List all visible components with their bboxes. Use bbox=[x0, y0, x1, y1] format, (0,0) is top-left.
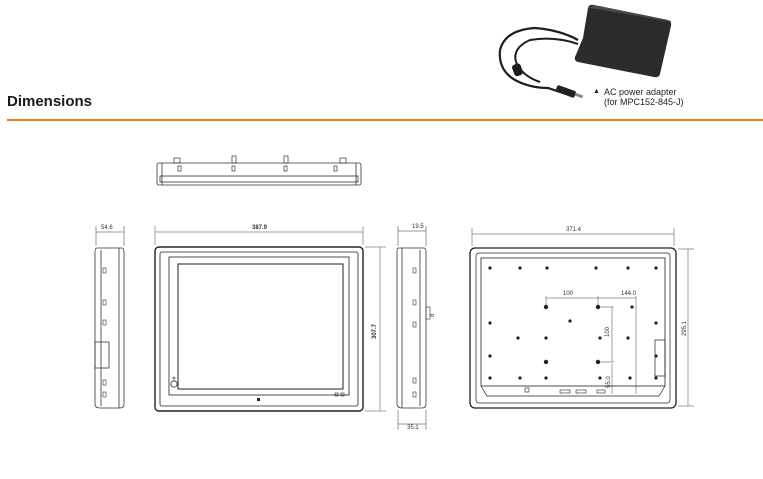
dim-right-small-label: 8 bbox=[430, 313, 436, 317]
dim-rear-width-label: 371.4 bbox=[566, 227, 582, 233]
front-view bbox=[154, 246, 364, 412]
rear-mounting-holes bbox=[488, 266, 658, 380]
dim-front-width-label: 387.9 bbox=[252, 225, 268, 231]
right-side-view bbox=[396, 226, 431, 430]
dim-rear-hole-bottom-label: 55.0 bbox=[606, 376, 612, 388]
dim-right-bottom-label: 35.1 bbox=[407, 425, 419, 431]
section-title: Dimensions bbox=[7, 93, 93, 110]
left-side-view bbox=[94, 226, 125, 409]
adapter-caption: ▲ AC power adapter (for MPC152-845-J) bbox=[593, 87, 684, 107]
power-adapter-image bbox=[498, 4, 672, 99]
dim-rear-hole-h2-label: 144.0 bbox=[621, 291, 637, 297]
dim-rear-hole-v-label: 100 bbox=[605, 326, 611, 337]
rear-dimension-lines bbox=[471, 228, 694, 407]
dim-front-height-label: 307.7 bbox=[372, 323, 378, 339]
front-dimension-lines bbox=[154, 226, 386, 412]
top-view bbox=[156, 155, 362, 186]
pointer-triangle-icon: ▲ bbox=[593, 88, 600, 95]
dim-rear-height-label: 295.1 bbox=[682, 320, 688, 336]
section-divider bbox=[7, 119, 763, 121]
adapter-caption-line2: (for MPC152-845-J) bbox=[604, 97, 684, 107]
dim-left-depth-label: 54.6 bbox=[101, 225, 113, 231]
adapter-caption-line1: AC power adapter bbox=[604, 87, 677, 97]
rear-view bbox=[469, 247, 677, 409]
dim-rear-hole-h1-label: 100 bbox=[563, 291, 574, 297]
dim-right-depth-label: 19.5 bbox=[412, 224, 424, 230]
